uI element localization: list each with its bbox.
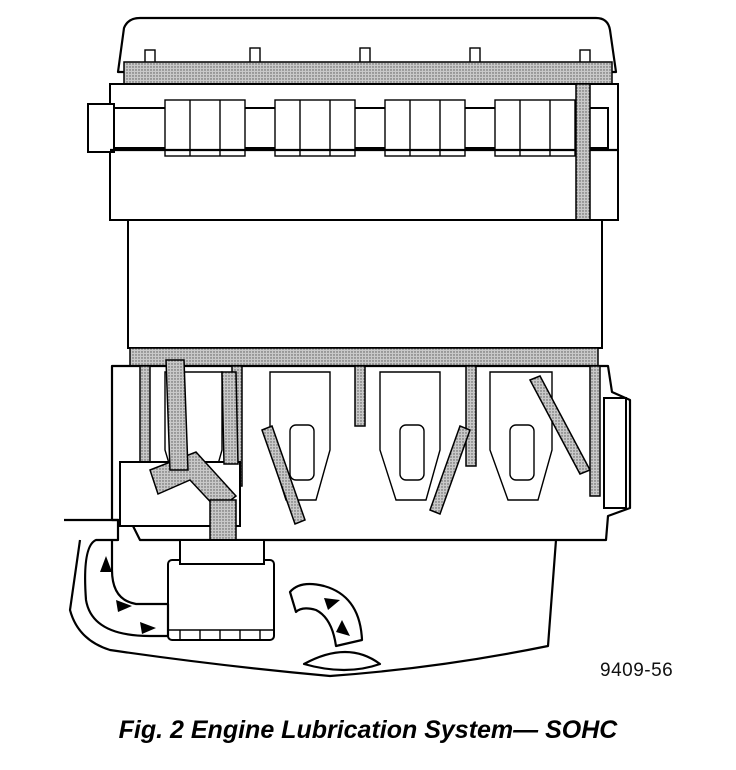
oil-pan — [68, 539, 558, 678]
figure-id-label: 9409-56 — [600, 660, 674, 681]
crank-damper — [603, 397, 627, 509]
rear-gallery-passage — [221, 371, 239, 465]
oil-pickup-tube — [288, 582, 364, 648]
figure-caption: Fig. 2 Engine Lubrication System— SOHC — [118, 716, 618, 744]
cam-lobes — [164, 99, 576, 157]
head-feed-passage — [575, 83, 591, 221]
main-oil-gallery — [129, 347, 599, 367]
oil-filter — [167, 559, 275, 641]
pump-to-gallery-passage — [165, 359, 189, 471]
pump-inlet-bracket — [64, 518, 170, 638]
oil-filter-base — [179, 539, 265, 565]
oil-pickup-strainer — [302, 650, 382, 672]
engine-block — [127, 219, 603, 349]
head-oil-gallery — [123, 61, 613, 85]
valve-cover — [116, 16, 618, 74]
engine-lubrication-diagram — [64, 16, 632, 678]
camshaft-sprocket-end — [87, 103, 115, 153]
oil-flow-arrows — [100, 556, 350, 636]
